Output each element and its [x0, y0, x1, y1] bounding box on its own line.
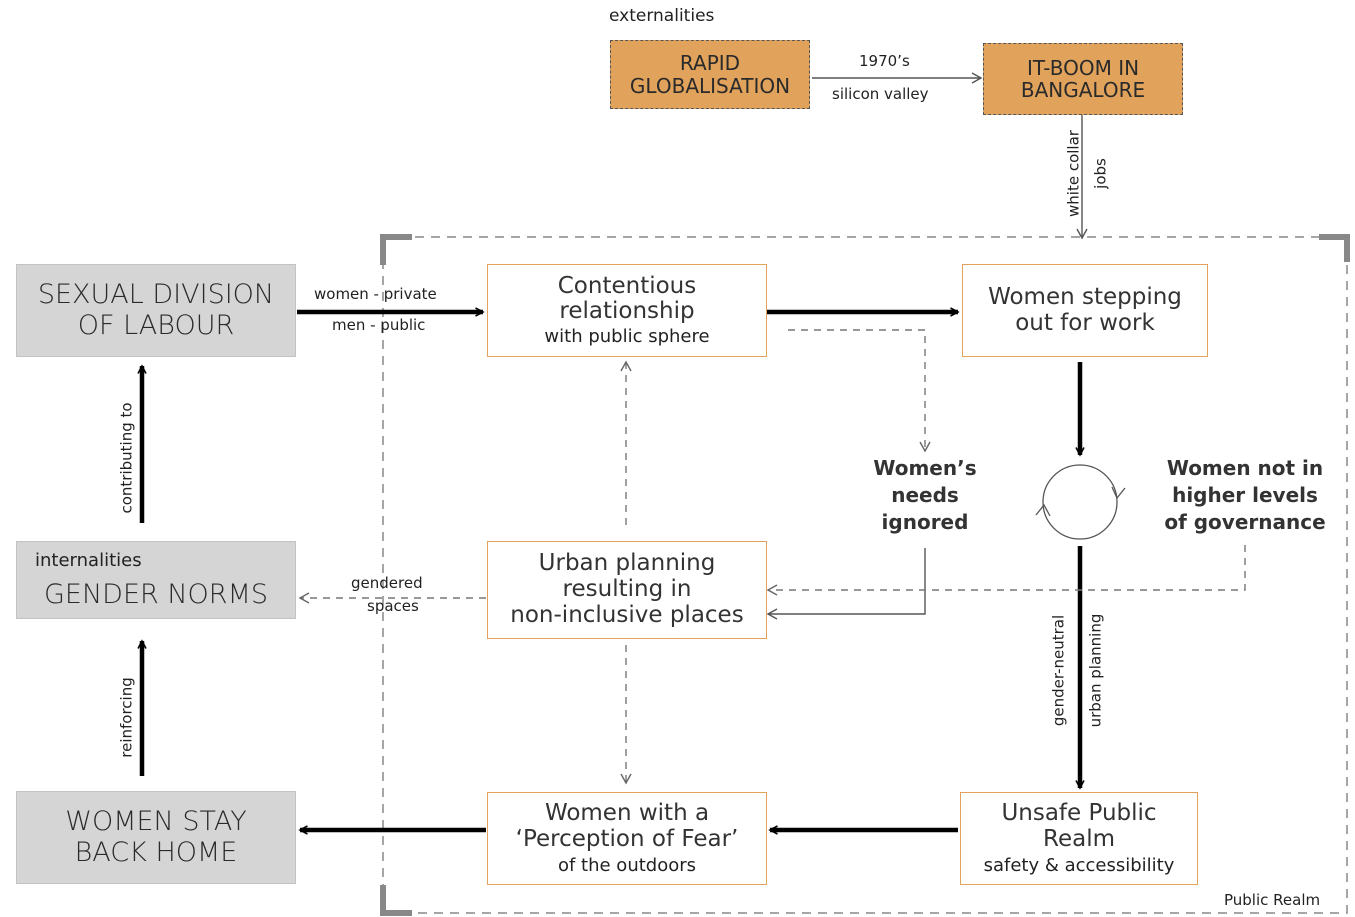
rapid-globalisation-box: RAPID GLOBALISATION [610, 40, 810, 109]
urban-line3: non-inclusive places [510, 601, 744, 628]
perception-line1: Women with a [544, 800, 710, 827]
public-realm-frame [380, 234, 1350, 916]
stepping-line1: Women stepping [988, 283, 1182, 310]
contentious-line1: Contentious [557, 272, 697, 299]
public-realm-label: Public Realm [1220, 893, 1325, 908]
rapid-globalisation-line1: RAPID [679, 51, 741, 76]
urban-line2: resulting in [562, 576, 692, 603]
sexual-division-box: SEXUAL DIVISION OF LABOUR [16, 264, 296, 357]
perception-line2: ‘Perception of Fear’ [515, 825, 739, 852]
urban-line1: Urban planning [538, 550, 716, 577]
externalities-label: externalities [609, 6, 715, 26]
unsafe-sub: safety & accessibility [983, 854, 1175, 876]
edge-label-gendered: gendered [351, 574, 423, 592]
edge-label-gender-neutral: gender-neutral [1049, 614, 1068, 727]
urban-planning-box: Urban planning resulting in non-inclusiv… [487, 541, 767, 639]
governance-line1: Women not in [1166, 456, 1324, 480]
contentious-sub: with public sphere [544, 326, 710, 348]
needs-line2: needs [891, 483, 959, 507]
unsafe-line1: Unsafe Public [1001, 800, 1157, 827]
rapid-globalisation-line2: GLOBALISATION [629, 73, 791, 98]
perception-of-fear-box: Women with a ‘Perception of Fear’ of the… [487, 792, 767, 885]
cycle-icon [1035, 464, 1126, 540]
edge-label-men-public: men - public [332, 316, 426, 334]
women-stay-home-box: WOMEN STAY BACK HOME [16, 791, 296, 884]
perception-sub: of the outdoors [557, 854, 697, 876]
needs-line3: ignored [881, 510, 969, 534]
unsafe-public-realm-box: Unsafe Public Realm safety & accessibili… [960, 792, 1198, 885]
it-boom-box: IT-BOOM IN BANGALORE [983, 43, 1183, 115]
womens-needs-ignored-label: Women’s needs ignored [850, 455, 1000, 536]
edge-label-jobs: jobs [1091, 158, 1110, 189]
unsafe-line2: Realm [1043, 825, 1115, 852]
it-boom-line2: BANGALORE [1020, 78, 1146, 102]
arrow-governance-to-urban [766, 545, 1246, 596]
edge-label-spaces: spaces [367, 597, 419, 615]
sexual-division-line2: OF LABOUR [77, 309, 235, 341]
edge-label-1970s: 1970’s [859, 52, 910, 70]
edge-label-reinforcing: reinforcing [117, 677, 136, 758]
edge-label-women-private: women - private [314, 285, 437, 303]
edge-label-silicon-valley: silicon valley [832, 85, 929, 103]
internalities-label: internalities [35, 550, 142, 571]
women-stay-home-line1: WOMEN STAY [65, 806, 247, 838]
contentious-relationship-box: Contentious relationship with public sph… [487, 264, 767, 357]
contentious-line2: relationship [559, 298, 695, 325]
edge-label-white-collar: white collar [1064, 130, 1083, 217]
stepping-line2: out for work [1015, 309, 1155, 336]
governance-line2: higher levels [1172, 483, 1318, 507]
governance-line3: of governance [1164, 510, 1326, 534]
arrow-contentious-to-needs [788, 329, 931, 453]
women-not-in-governance-label: Women not in higher levels of governance [1155, 455, 1335, 536]
edge-label-contributing-to: contributing to [117, 402, 136, 514]
women-stay-home-line2: BACK HOME [74, 836, 238, 868]
women-stepping-out-box: Women stepping out for work [962, 264, 1208, 357]
sexual-division-line1: SEXUAL DIVISION [37, 279, 275, 311]
needs-line1: Women’s [873, 456, 977, 480]
gender-norms-text: GENDER NORMS [43, 578, 268, 610]
edge-label-urban-planning: urban planning [1086, 613, 1105, 728]
arrow-needs-to-urban [766, 548, 926, 620]
it-boom-line1: IT-BOOM IN [1026, 55, 1140, 80]
gender-norms-box: internalities GENDER NORMS [16, 541, 296, 619]
